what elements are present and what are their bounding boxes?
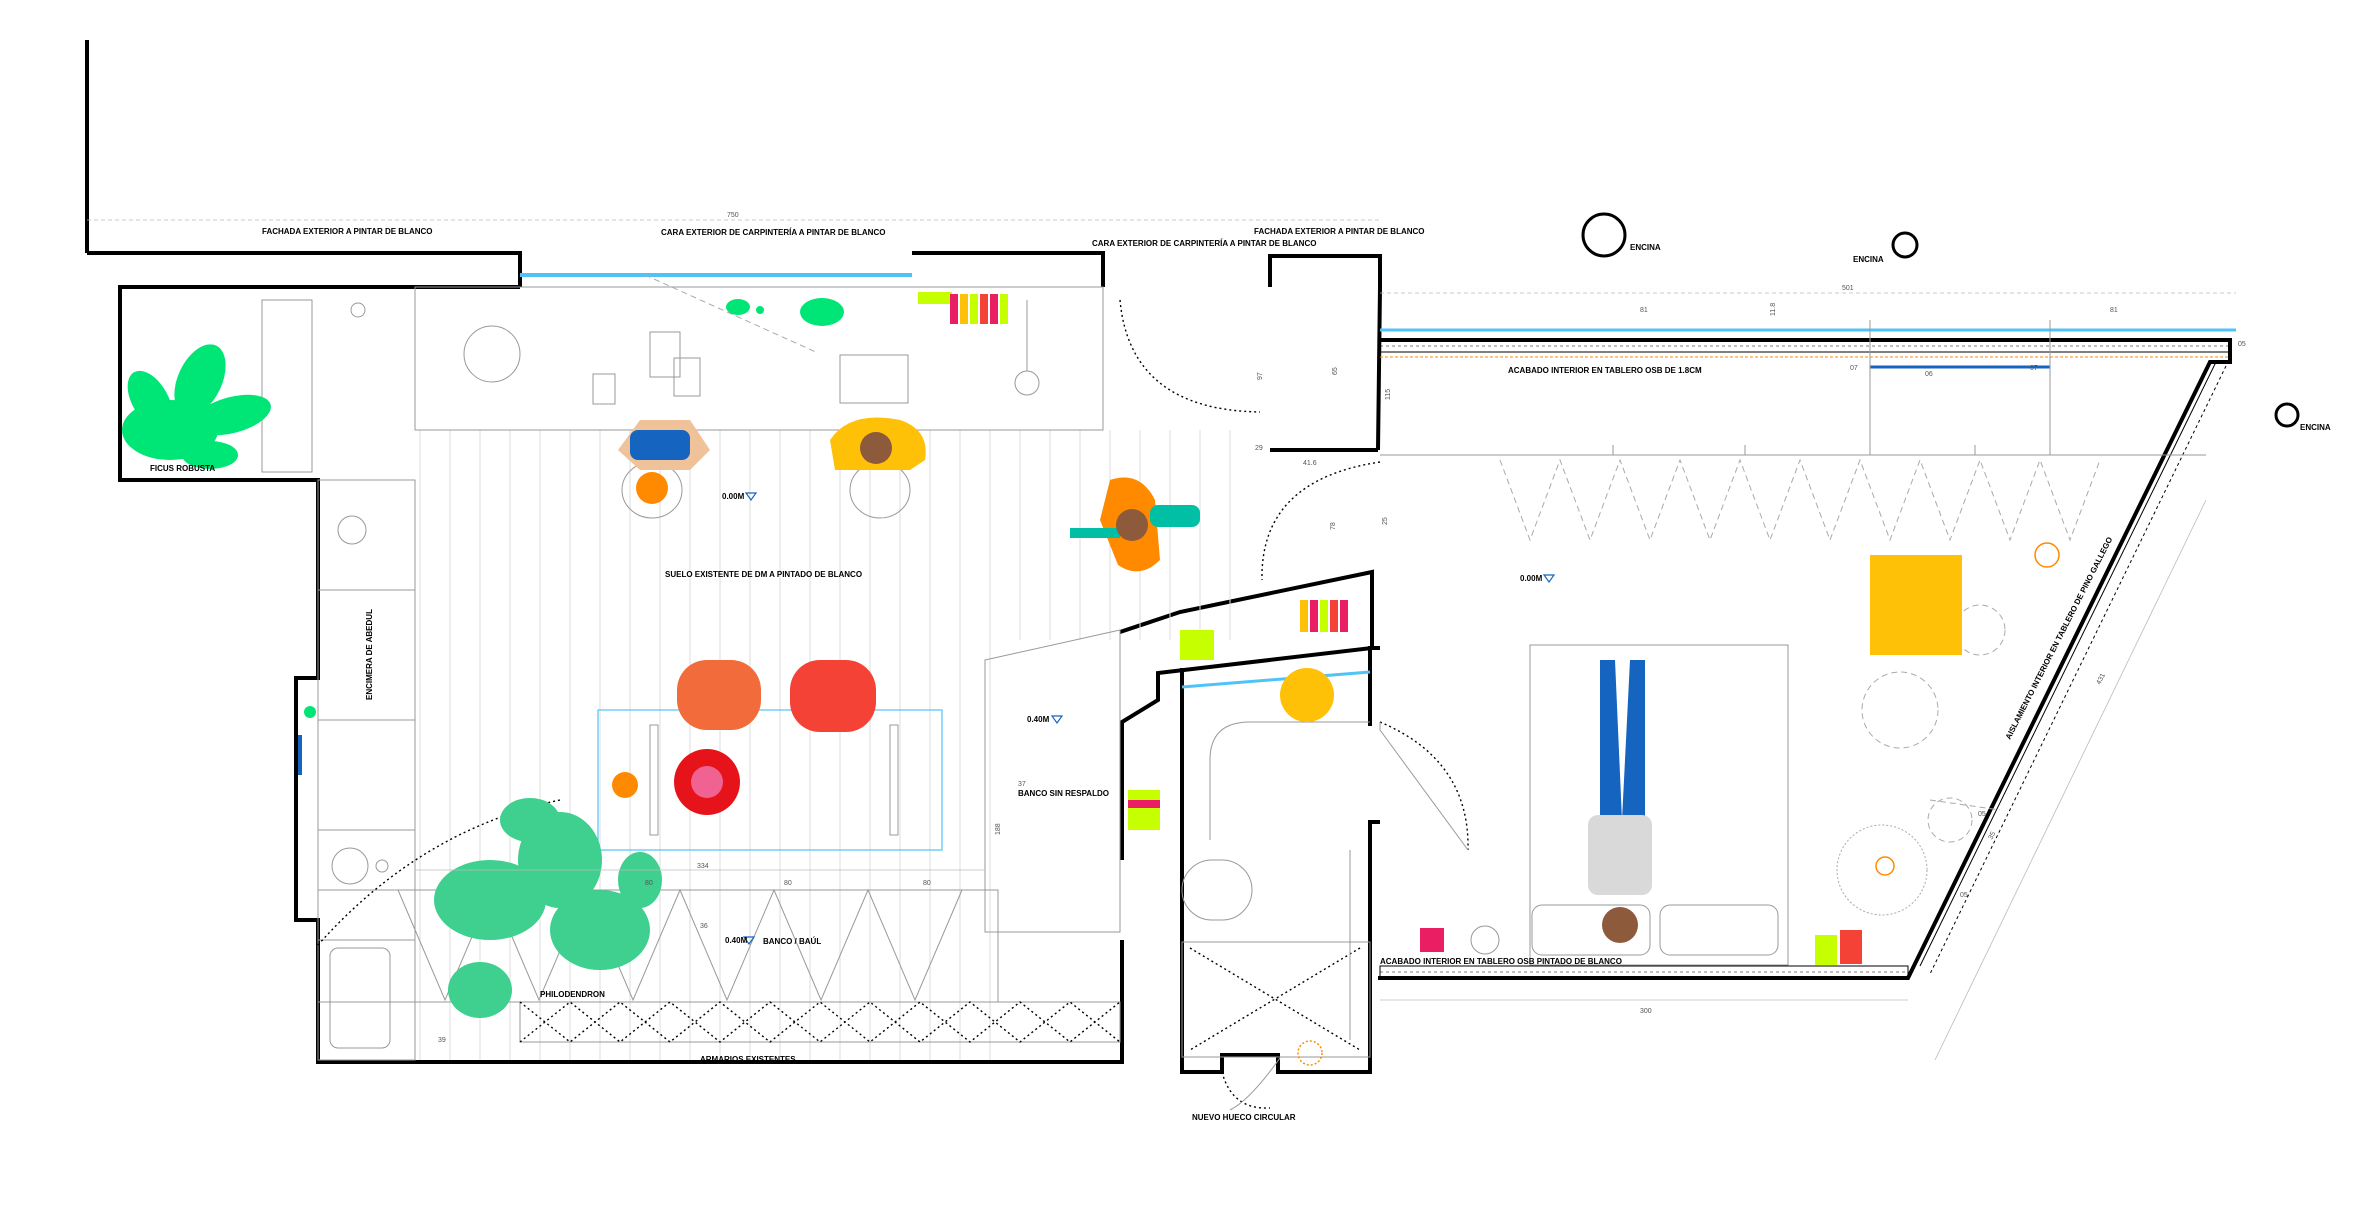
armchair-yellow <box>1870 555 1962 655</box>
dim-416: 41.6 <box>1303 460 1317 467</box>
dim-25: 25 <box>1382 517 1389 525</box>
dim-81b: 81 <box>2110 307 2118 314</box>
label-encina-1: ENCINA <box>1630 243 1661 252</box>
label-encina-2: ENCINA <box>1853 255 1884 264</box>
ficus-plant-icon <box>122 344 271 469</box>
label-fachada-1: FACHADA EXTERIOR A PINTAR DE BLANCO <box>262 227 433 236</box>
dim-81a: 81 <box>1640 307 1648 314</box>
dim-36: 36 <box>700 923 708 930</box>
encina-tree-2 <box>1891 231 1919 259</box>
label-philodendron: PHILODENDRON <box>540 990 605 999</box>
encina-tree-1 <box>1581 212 1627 258</box>
dim-431: 431 <box>2096 672 2108 686</box>
dim-35: 35 <box>1988 831 1998 841</box>
chairs <box>612 461 1962 815</box>
encina-tree-3 <box>2274 402 2300 428</box>
dim-118: 11.8 <box>1770 303 1777 316</box>
counters <box>261 286 2101 1066</box>
dimension-lines <box>87 219 2236 1061</box>
label-ficus: FICUS ROBUSTA <box>150 464 215 473</box>
books <box>918 292 1862 965</box>
label-hueco: NUEVO HUECO CIRCULAR <box>1192 1113 1296 1122</box>
label-encina-3: ENCINA <box>2300 423 2331 432</box>
dim-115: 115 <box>1385 389 1392 400</box>
person-blue-icon <box>618 420 710 504</box>
dim-300: 300 <box>1640 1008 1652 1015</box>
dim-501: 501 <box>1842 285 1854 292</box>
dim-750: 750 <box>727 212 739 219</box>
dim-80a: 80 <box>645 880 653 887</box>
label-banco-sin-respaldo: BANCO SIN RESPALDO <box>1018 789 1109 798</box>
dim-37: 37 <box>1018 781 1026 788</box>
dim-05c: 05 <box>1960 892 1968 899</box>
dim-80b: 80 <box>784 880 792 887</box>
dim-06: 06 <box>1925 371 1933 378</box>
label-acabado-osb-top: ACABADO INTERIOR EN TABLERO OSB DE 1.8CM <box>1508 366 1702 375</box>
dim-188: 188 <box>995 823 1002 835</box>
label-fachada-2: FACHADA EXTERIOR A PINTAR DE BLANCO <box>1254 227 1425 236</box>
label-banco-baul: BANCO / BAÚL <box>763 937 821 946</box>
dim-80c: 80 <box>923 880 931 887</box>
small-plants-icon <box>304 298 844 718</box>
stool-orange <box>612 772 638 798</box>
chair-orange <box>677 660 761 730</box>
level-bedroom: 0.00M <box>1520 574 1543 583</box>
level-bench-2: 0.40M <box>725 936 748 945</box>
dim-29: 29 <box>1255 445 1263 452</box>
label-carpinteria-2: CARA EXTERIOR DE CARPINTERÍA A PINTAR DE… <box>1092 239 1316 248</box>
trees <box>1581 212 2300 428</box>
dim-07a: 07 <box>1850 365 1858 372</box>
dim-39: 39 <box>438 1037 446 1044</box>
person-orange-icon <box>1070 477 1200 572</box>
dim-65: 65 <box>1332 367 1339 375</box>
label-acabado-osb-bottom: ACABADO INTERIOR EN TABLERO OSB PINTADO … <box>1380 957 1622 966</box>
dim-78: 78 <box>1330 522 1337 530</box>
dim-05b: 05 <box>1978 811 1986 818</box>
round-table-yellow <box>1280 668 1334 722</box>
dim-334: 334 <box>697 863 709 870</box>
person-yellow-icon <box>830 417 926 470</box>
dim-05a: 05 <box>2238 341 2246 348</box>
level-bench: 0.40M <box>1027 715 1050 724</box>
person-lying-icon <box>1588 660 1652 943</box>
dim-97: 97 <box>1257 372 1264 380</box>
level-living: 0.00M <box>722 492 745 501</box>
philodendron-plant-icon <box>434 798 662 1018</box>
level-markers <box>742 492 1556 946</box>
label-armarios: ARMARIOS EXISTENTES <box>700 1055 796 1064</box>
chair-red <box>790 660 876 732</box>
label-suelo: SUELO EXISTENTE DE DM A PINTADO DE BLANC… <box>665 570 862 579</box>
walls <box>85 40 2236 1074</box>
label-carpinteria-1: CARA EXTERIOR DE CARPINTERÍA A PINTAR DE… <box>661 228 885 237</box>
door-swings <box>317 274 2001 1111</box>
label-encimera: ENCIMERA DE ABEDUL <box>365 609 374 700</box>
dim-07b: 07 <box>2030 365 2038 372</box>
